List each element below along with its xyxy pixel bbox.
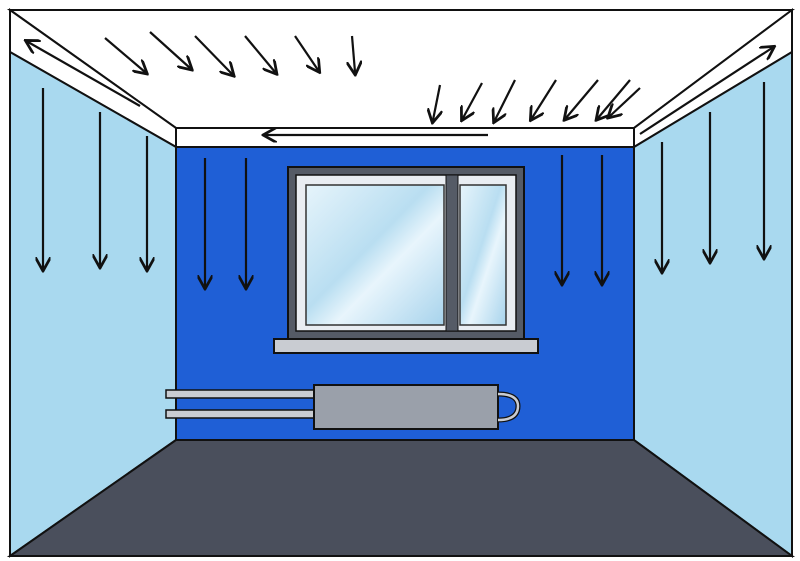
window-mullion bbox=[445, 174, 459, 332]
floor bbox=[6, 439, 796, 557]
ceiling-left-down-arrow-6 bbox=[352, 35, 355, 72]
radiator-body bbox=[313, 384, 499, 430]
ceiling-right-down-arrow-6 bbox=[598, 79, 631, 118]
ceiling-flow-arrow-left bbox=[28, 42, 141, 107]
ceiling-right-down-arrow-5 bbox=[566, 79, 599, 118]
ceiling-left-down-arrow-2 bbox=[149, 31, 190, 68]
window bbox=[287, 166, 525, 340]
radiator-pipe-lower bbox=[165, 409, 317, 419]
ceiling-left-down-arrow-4 bbox=[244, 35, 275, 72]
ceiling-left-down-arrow-1 bbox=[104, 37, 145, 72]
ceiling-right-down-arrow-2 bbox=[463, 82, 483, 118]
ceiling-right-down-arrow-4 bbox=[532, 79, 557, 118]
ceiling-right-down-arrow-7 bbox=[610, 87, 641, 116]
window-sill bbox=[273, 338, 539, 354]
airflow-arrows bbox=[28, 31, 772, 286]
ceiling-right-down-arrow-3 bbox=[495, 79, 516, 120]
ceiling-cornice bbox=[175, 127, 635, 148]
radiator-pipe-upper bbox=[165, 389, 317, 399]
radiator bbox=[165, 384, 521, 430]
window-pane-left bbox=[305, 184, 445, 326]
ceiling-left-down-arrow-5 bbox=[294, 35, 318, 70]
ceiling-right-down-arrow-1 bbox=[433, 84, 440, 120]
ceiling-flow-arrow-right bbox=[639, 48, 772, 135]
ceiling-left-down-arrow-3 bbox=[194, 35, 232, 74]
window-pane-right bbox=[459, 184, 507, 326]
radiator-loop-inner bbox=[497, 392, 520, 422]
